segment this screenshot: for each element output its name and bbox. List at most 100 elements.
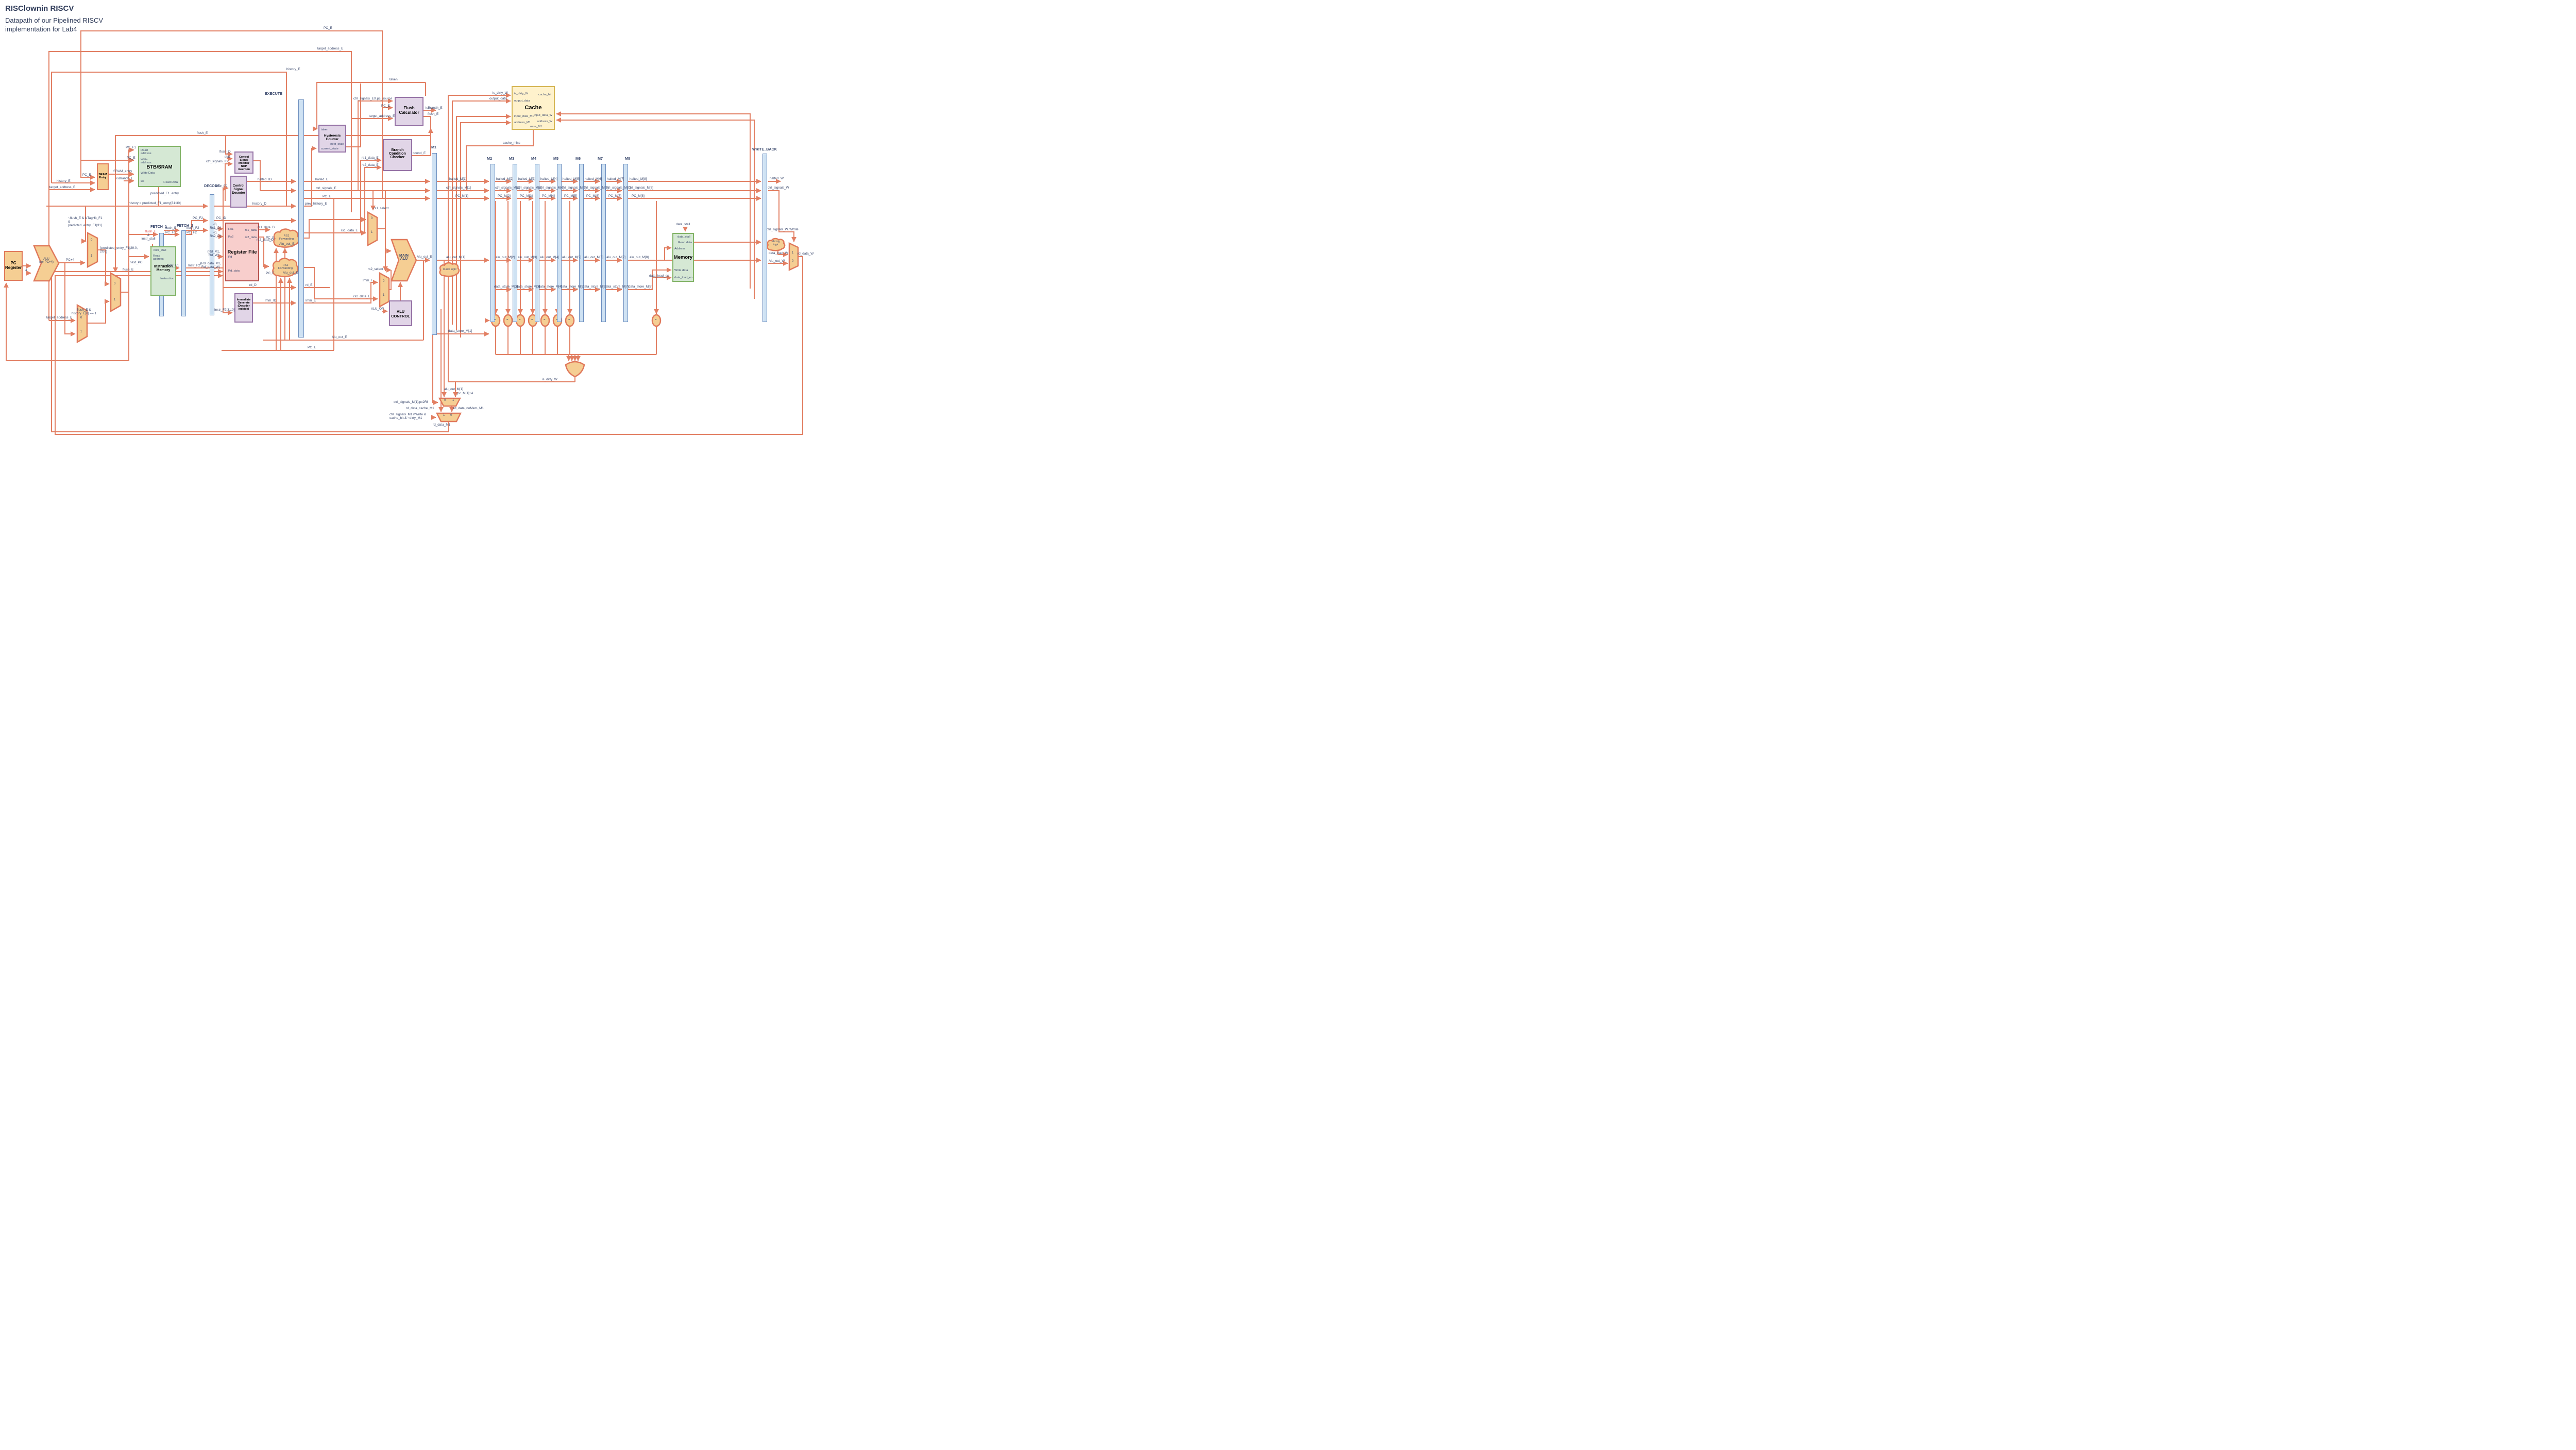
alu-control-title: ALU CONTROL [391, 309, 410, 318]
label-halted-m3: halted_M[3] [518, 177, 536, 181]
cache-address-m1-port: address_M1 [514, 121, 531, 124]
label-data-store-m3: data_store_M[3] [516, 285, 540, 289]
hysteresis-taken-port: taken [321, 128, 329, 131]
or-gate-shape [565, 361, 585, 378]
label-pc-id: PC_ID [216, 216, 226, 220]
register-file-block: Rs1 Rs2 rs1_data rs2_data Register File … [225, 223, 259, 281]
label-rd-data-cache-m1: rd_data_cache_M1 [406, 407, 434, 410]
label-data-load-w: data_load_W [769, 251, 788, 255]
wires-execute [214, 83, 436, 351]
label-ctrl-ex-pc-source: ctrl_signals_EX.pc_source [353, 97, 393, 100]
mux-rs1-input-1: 1 [371, 231, 373, 234]
memory-data-stall-port: data_stall [677, 235, 690, 239]
cache-input-data-w-port: input_data_W [534, 114, 552, 117]
cache-title: Cache [524, 105, 542, 111]
label-flush-btb: flush_E [197, 131, 208, 135]
label-pc-f2b: PC_F2 [193, 216, 203, 220]
memory-write-data-port: Write data [674, 269, 688, 272]
comparator-eq-3: = [519, 318, 521, 322]
m2-pipeline-register [490, 164, 495, 322]
main-alu-shape [391, 239, 417, 282]
writeback-pipeline-register [762, 154, 767, 322]
btb-read-address-port: Read address [141, 149, 151, 156]
label-pc-e-bot: PC_E [308, 346, 316, 349]
shapes-layer [33, 211, 799, 423]
label-pred-cond: ~flush_E & isTagHit_F1 & predicted_entry… [68, 216, 103, 227]
label-pc-m6: PC_M[6] [586, 194, 599, 198]
page-subtitle: Datapath of our Pipelined RISCV implemen… [5, 16, 104, 33]
rf-rs1-data-port: rs1_data [245, 229, 257, 232]
m8-pipeline-register [623, 164, 628, 322]
label-halted-m7: halted_M[7] [607, 177, 624, 181]
hysteresis-title: Hysteresis Counter [324, 134, 341, 141]
label-four: 4 [25, 268, 27, 272]
m4-pipeline-register [535, 164, 539, 322]
rf-rd-port: Rd [228, 256, 232, 259]
label-alu-fw2: Alu_out_E [283, 271, 298, 275]
mux-pc2rf-input-0: 0 [444, 399, 446, 402]
comparator-eq-7: = [568, 318, 570, 322]
label-pc-m1: PC_M[1] [455, 194, 468, 198]
stage-label-m5: M5 [553, 156, 558, 161]
label-halted-m8: halted_M[8] [630, 177, 647, 181]
label-rs1-in: {0, Rs1_D} [210, 223, 221, 230]
label-pred-concat: {predicted_entry_F1[29:0, 2'b0} [100, 246, 138, 254]
memory-address-port: Address [674, 247, 686, 250]
label-isbranch-fc: isBranch_E [426, 106, 443, 110]
instruction-memory-block: instr_stall Read address Instruction Mem… [150, 246, 176, 296]
comparator-shape [503, 314, 513, 327]
label-rs2-data-e: rs2_data_E [362, 163, 379, 167]
wires-cache [448, 93, 755, 382]
label-rd-d: rd_D [249, 283, 257, 287]
m1-pipeline-register [432, 153, 437, 335]
comparator-eq-8: = [655, 318, 657, 322]
btb-read-data-port: Read Data [163, 181, 178, 184]
diagram-title: RISClownin RISCV Datapath of our Pipelin… [5, 4, 103, 33]
sram-entry-label: SRAM Entry [98, 173, 107, 179]
label-rfwrite-cond: ctrl_signals_M1.rfWrite & cache_hit & ~d… [389, 413, 426, 420]
label-rd-e: rd_E [306, 283, 313, 287]
stage-label-m2: M2 [487, 156, 492, 161]
csm-title: Control Signal Modifier NOP insertion [238, 156, 250, 171]
label-pred-entry: predicted_F1_entry [150, 192, 179, 195]
label-prev-history: prev_history_E [305, 202, 327, 206]
label-stall: stall [225, 155, 231, 159]
mux-target-shape [76, 304, 88, 344]
label-pc-m3: PC_M[3] [520, 194, 533, 198]
alu-control-block: ALU CONTROL [389, 300, 412, 326]
comparator-eq-4: = [531, 318, 533, 322]
label-rs2-in: {0, Rs2_D} [210, 231, 221, 238]
label-ctrl-id: ctrl_signals_ID [206, 160, 228, 163]
label-taken-top: taken [389, 78, 398, 81]
label-rs1-data-e: rs1_data_E [362, 156, 379, 160]
label-data-store-m1: data_store_M[1] [448, 329, 472, 333]
label-target-mux: target_address_E [46, 316, 73, 319]
label-pc-e-mid: PC_E [323, 195, 331, 198]
comparator-shape [540, 314, 550, 327]
label-rs1-data-e-mux: rs1_data_E [341, 229, 358, 232]
cache-is-dirty-port: is_dirty_W [514, 92, 529, 95]
label-pc-m2: PC_M[2] [498, 194, 511, 198]
fetch2-pipeline-register [181, 230, 186, 316]
stage-label-m8: M8 [625, 156, 630, 161]
stage-label-m1: M1 [431, 145, 436, 149]
label-ctrl-m5: ctrl_signals_M[5] [562, 186, 586, 190]
hysteresis-current-state-port: current_state [321, 147, 338, 150]
stage-label-m4: M4 [531, 156, 536, 161]
stage-label-m3: M3 [509, 156, 514, 161]
pc-register-block: PC Register [4, 251, 23, 281]
label-alu-out-m8: alu_out_M[8] [630, 256, 649, 259]
label-halted-e: halted_E [315, 178, 329, 181]
stage-label-decode: DECODE [204, 183, 220, 188]
stage-label-execute: EXECUTE [265, 91, 282, 96]
comparator-eq-6: = [556, 318, 558, 322]
alu-pc4-label: ALU (for PC+4) [39, 258, 54, 264]
mux-flush-input-0: 0 [114, 282, 116, 285]
label-alu-out-w: Alu_out_W [769, 259, 785, 263]
label-ctrl-w: ctrl_signals_W [768, 186, 789, 190]
rf-rs2-port: Rs2 [228, 235, 234, 239]
label-imm-e: Imm_E [306, 299, 316, 302]
label-pc-e-fw2: PC_E [266, 272, 275, 275]
control-signal-modifier-block: Control Signal Modifier NOP insertion [234, 151, 253, 174]
stage-label-fetch2: FETCH_2 [177, 223, 193, 228]
